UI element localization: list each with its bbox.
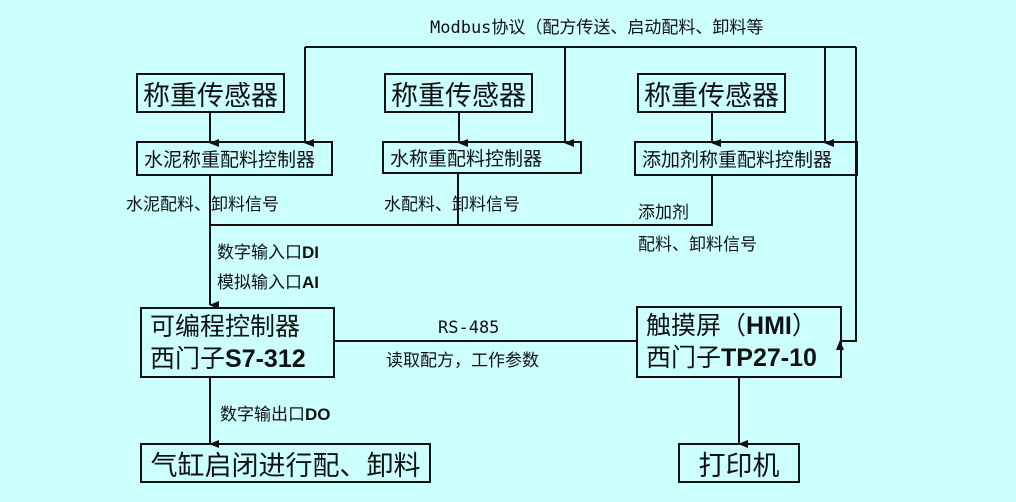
weighing-sensor-1-label: 称重传感器 <box>143 80 278 112</box>
cement-signal-label: 水泥配料、卸料信号 <box>126 195 279 215</box>
hmi-title: 触摸屏（HMI） <box>646 310 817 342</box>
analog-input-label: 模拟输入口AI <box>217 268 319 293</box>
additive-controller: 添加剂称重配料控制器 <box>634 141 858 176</box>
digital-input-code: DI <box>302 243 319 262</box>
digital-output-label: 数字输出口DO <box>220 400 331 425</box>
additive-signal-line <box>210 175 713 226</box>
digital-output-prefix: 数字输出口 <box>220 405 305 425</box>
cement-controller-label: 水泥称重配料控制器 <box>144 149 316 171</box>
hmi-model: TP27-10 <box>721 344 817 372</box>
hmi-title-prefix: 触摸屏（ <box>646 311 747 340</box>
analog-input-prefix: 模拟输入口 <box>217 273 302 293</box>
rs485-description: 读取配方，工作参数 <box>386 351 539 371</box>
rs485-label: RS-485 <box>438 318 500 338</box>
weighing-sensor-2-label: 称重传感器 <box>391 80 526 112</box>
analog-input-code: AI <box>302 273 319 292</box>
modbus-protocol-label: Modbus协议（配方传送、启动配料、卸料等 <box>430 18 764 38</box>
cement-controller: 水泥称重配料控制器 <box>136 141 333 176</box>
plc-title: 可编程控制器 <box>150 311 301 341</box>
hmi-brand: 西门子 <box>646 343 722 372</box>
plc-model-line: 西门子S7-312 <box>150 343 306 375</box>
weighing-sensor-3: 称重传感器 <box>637 73 786 113</box>
weighing-sensor-1: 称重传感器 <box>136 73 285 113</box>
water-controller-label: 水称重配料控制器 <box>390 148 543 170</box>
plc-box: 可编程控制器 西门子S7-312 <box>140 307 335 378</box>
cylinder-actuator-label: 气缸启闭进行配、卸料 <box>150 450 421 482</box>
printer-box: 打印机 <box>678 443 800 483</box>
cylinder-actuator-box: 气缸启闭进行配、卸料 <box>140 443 431 483</box>
additive-controller-label: 添加剂称重配料控制器 <box>642 149 833 171</box>
hmi-abbr: HMI <box>746 312 792 340</box>
digital-input-prefix: 数字输入口 <box>217 243 302 263</box>
hmi-model-line: 西门子TP27-10 <box>646 342 817 374</box>
water-signal-label: 水配料、卸料信号 <box>384 195 520 215</box>
additive-signal-label-2: 配料、卸料信号 <box>638 235 757 255</box>
weighing-sensor-3-label: 称重传感器 <box>644 80 779 112</box>
weighing-sensor-2: 称重传感器 <box>384 73 533 113</box>
plc-model: S7-312 <box>225 344 306 373</box>
modbus-to-hmi <box>836 47 857 350</box>
hmi-box: 触摸屏（HMI） 西门子TP27-10 <box>636 306 842 378</box>
digital-output-code: DO <box>305 405 331 424</box>
hmi-title-suffix: ） <box>791 311 817 340</box>
printer-label: 打印机 <box>698 450 780 482</box>
water-controller: 水称重配料控制器 <box>382 141 582 174</box>
digital-input-label: 数字输入口DI <box>217 238 319 263</box>
additive-signal-label-1: 添加剂 <box>638 203 689 223</box>
plc-brand: 西门子 <box>150 343 226 373</box>
